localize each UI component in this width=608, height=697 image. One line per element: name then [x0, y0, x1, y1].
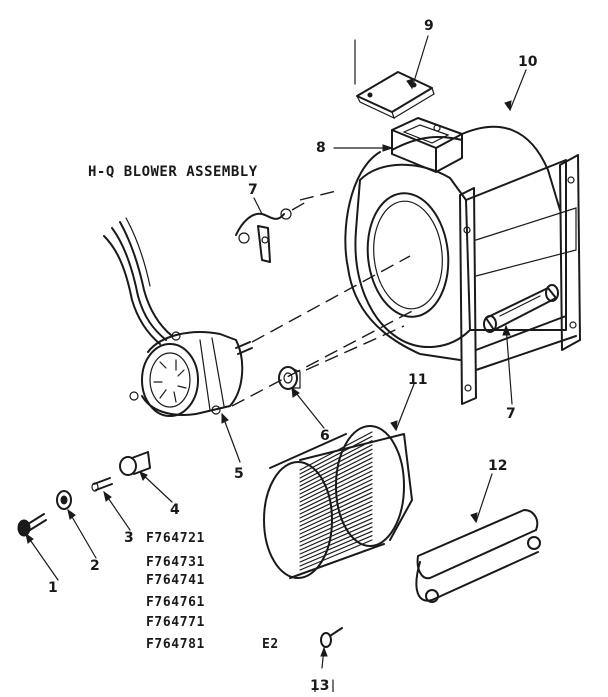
assembly-lines — [231, 189, 419, 407]
motor — [129, 331, 253, 417]
callout-7-bracket: 7 — [248, 182, 258, 198]
blade-line — [299, 539, 373, 571]
blade-line — [299, 487, 373, 523]
blade-line — [299, 513, 373, 547]
blade-line — [299, 526, 373, 559]
callout-6: 6 — [320, 428, 330, 444]
callout-1: 1 — [48, 580, 58, 596]
blade-line — [299, 496, 373, 531]
model-number: F764771 — [146, 615, 205, 630]
callout-2: 2 — [90, 558, 100, 574]
blade-line — [299, 517, 373, 551]
blade-line — [299, 470, 373, 507]
blade-line — [299, 444, 373, 483]
screw-part-1 — [17, 513, 47, 537]
bracket-part-7 — [235, 201, 307, 263]
washer-part-2 — [56, 490, 72, 510]
screw-part-13 — [320, 627, 343, 648]
blade-line — [299, 453, 373, 491]
blade-line — [299, 431, 373, 471]
blade-line — [299, 500, 373, 535]
blade-line — [299, 474, 373, 511]
blade-line — [299, 461, 373, 499]
revision-code: E2 — [262, 637, 279, 652]
motor-wires — [103, 217, 173, 345]
hub-part-6 — [278, 366, 301, 390]
model-number: F764741 — [146, 573, 205, 588]
callout-11: 11 — [408, 372, 427, 388]
callout-4: 4 — [170, 502, 180, 518]
cutoff-plate-part-12 — [415, 509, 541, 603]
model-number: F764761 — [146, 595, 205, 610]
callout-12: 12 — [488, 458, 507, 474]
callout-10: 10 — [518, 54, 538, 70]
blower-housing-part-10 — [344, 125, 581, 405]
leader-lines — [25, 35, 527, 693]
blade-line — [299, 504, 373, 539]
blade-line — [299, 457, 373, 495]
pin-part-3 — [91, 477, 113, 492]
callout-7-housing: 7 — [506, 406, 516, 422]
blade-line — [299, 465, 373, 503]
blade-line — [299, 530, 373, 563]
blade-line — [299, 448, 373, 487]
model-number: F764721 — [146, 531, 205, 546]
model-number: F764731 — [146, 555, 205, 570]
blade-line — [299, 509, 373, 543]
model-number: F764781 — [146, 637, 205, 652]
blade-line — [299, 435, 373, 475]
blade-line — [299, 483, 373, 519]
callout-13: 13 — [310, 678, 329, 692]
cover-plate-part-9 — [354, 39, 435, 120]
blade-line — [299, 491, 373, 527]
blower-wheel-blades — [299, 431, 373, 571]
callout-9: 9 — [424, 18, 434, 34]
blower-wheel-part-11 — [263, 425, 413, 579]
nut-part-4 — [119, 451, 151, 476]
callout-5: 5 — [234, 466, 244, 482]
blade-line — [299, 535, 373, 567]
callout-3: 3 — [124, 530, 134, 546]
callout-8: 8 — [316, 140, 326, 156]
diagram-title: H-Q BLOWER ASSEMBLY — [88, 164, 258, 180]
blade-line — [299, 522, 373, 555]
blade-line — [299, 478, 373, 515]
blade-line — [299, 440, 373, 479]
